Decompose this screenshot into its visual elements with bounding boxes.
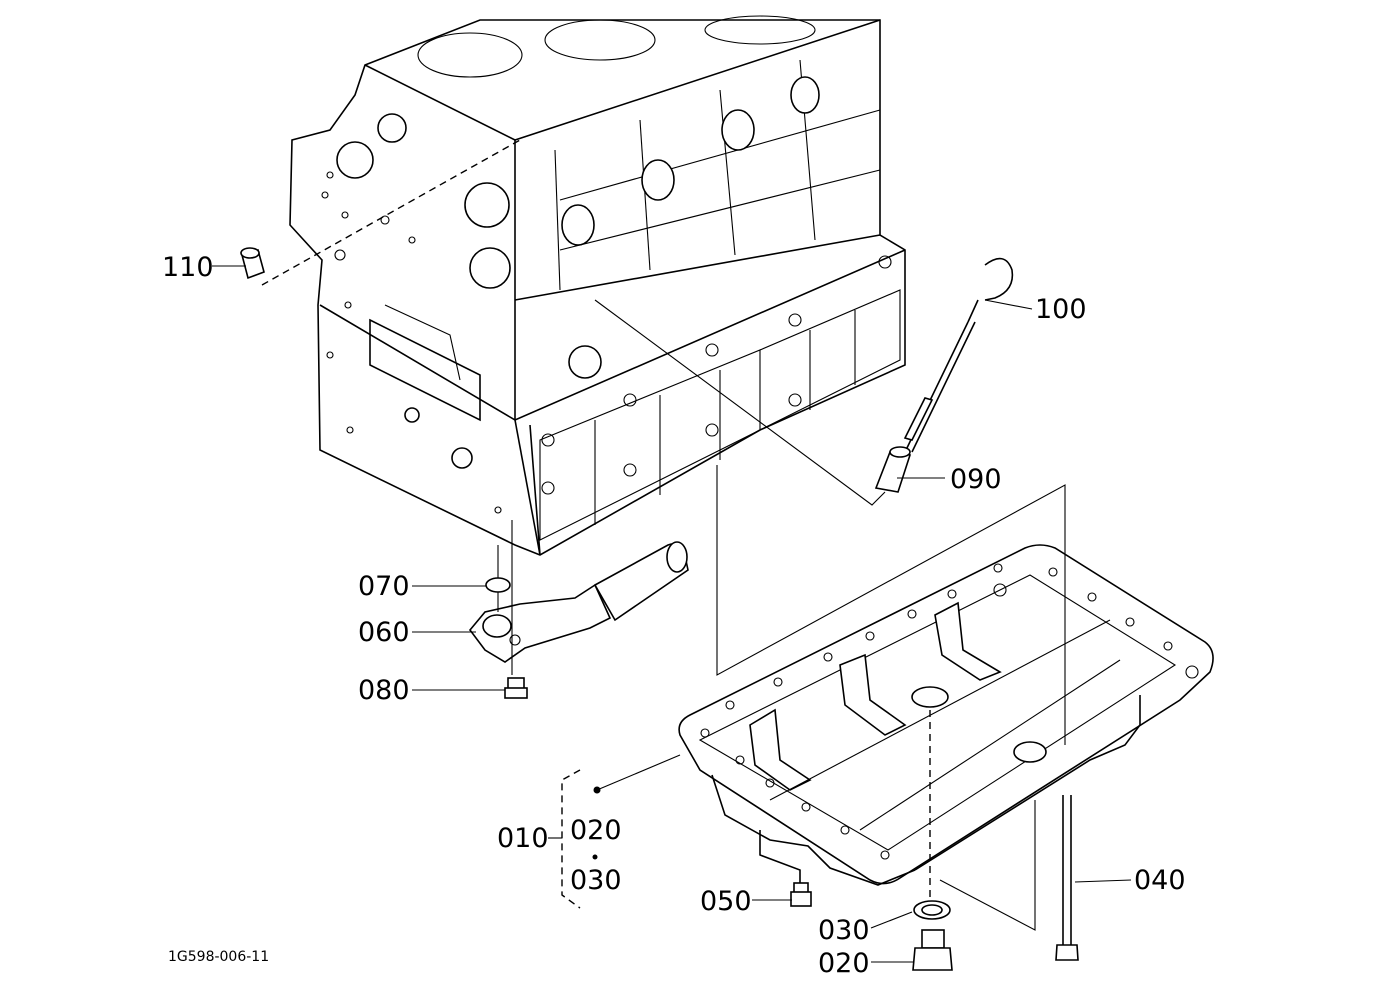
callout-040: 040 <box>1134 865 1186 896</box>
leader-010 <box>596 754 681 791</box>
leader-040 <box>1074 879 1132 883</box>
engine-block-illustration <box>289 15 906 556</box>
oil-pan-alignment-line <box>716 465 1066 745</box>
o-ring-illustration <box>485 577 511 593</box>
pan-bolt-illustration <box>759 830 812 907</box>
callout-020-group: 020 <box>570 815 622 846</box>
callout-110: 110 <box>162 252 214 283</box>
callout-100: 100 <box>1035 294 1087 325</box>
oil-pan-illustration <box>678 544 1214 886</box>
dipstick-guide-illustration <box>874 446 912 493</box>
oil-strainer-illustration <box>468 541 689 663</box>
strainer-alignment-line <box>497 520 513 675</box>
strainer-bolt-illustration <box>504 677 528 699</box>
dipstick-illustration <box>903 257 1014 453</box>
callout-020: 020 <box>818 948 870 979</box>
drain-gasket-illustration <box>913 900 951 920</box>
callout-070: 070 <box>358 571 410 602</box>
dipstick-guide-alignment-line <box>594 299 886 506</box>
callout-030: 030 <box>818 915 870 946</box>
callout-090: 090 <box>950 464 1002 495</box>
pan-sump-bracket-line <box>939 800 1036 931</box>
callout-060: 060 <box>358 617 410 648</box>
plug-alignment-line <box>261 139 521 286</box>
callout-010: 010 <box>497 823 549 854</box>
plug-illustration <box>240 247 265 280</box>
drawing-reference-number: 1G598-006-11 <box>168 949 269 965</box>
leader-100 <box>984 299 1033 310</box>
callout-050: 050 <box>700 886 752 917</box>
callout-080: 080 <box>358 675 410 706</box>
leader-030 <box>870 911 913 929</box>
long-bolt-illustration <box>1055 795 1079 961</box>
drain-plug-illustration <box>912 929 953 971</box>
group-separator-dot <box>592 854 598 860</box>
callout-030-group: 030 <box>570 865 622 896</box>
